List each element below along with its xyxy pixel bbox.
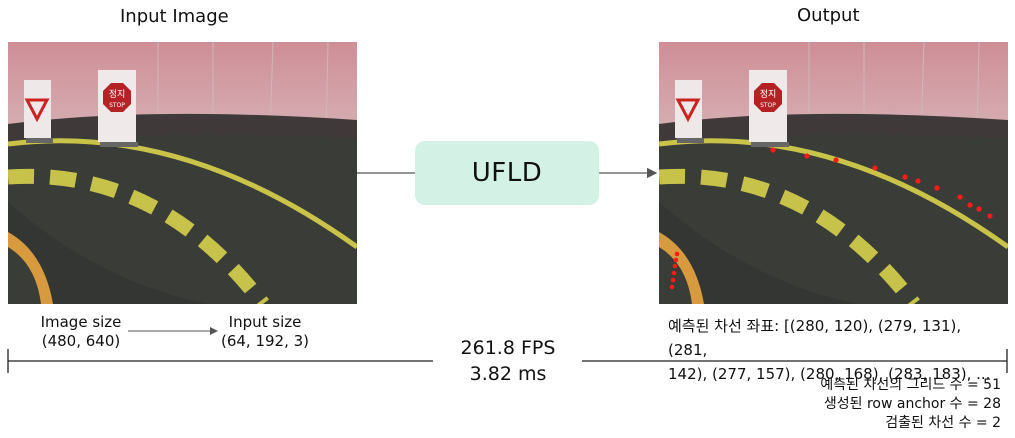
ufld-label: UFLD [471,158,543,188]
stop-sign-korean: 정지 [109,89,126,100]
latency-value: 3.82 ms [469,363,547,385]
lane-point [669,284,675,290]
image-size-label: Image size [40,313,122,331]
lane-point [987,213,993,219]
output-image-title: Output [797,5,860,26]
detected-lane-points [669,147,993,290]
image-size-block: Image size (480, 640) [34,313,128,351]
lane-point [672,263,678,269]
lane-point [915,178,921,184]
image-size-value: (480, 640) [41,332,121,350]
lane-point [833,157,839,163]
coords-line-2: 142), (277, 157), (280, 168), (283, 183)… [668,365,991,383]
fps-value: 261.8 FPS [460,337,556,359]
stop-sign-korean-output: 정지 [760,89,777,100]
input-size-value: (64, 192, 3) [220,332,310,350]
grid-count: 예측된 차선의 그리드 수 = 51 [820,377,1001,393]
detection-stats: 예측된 차선의 그리드 수 = 51 생성된 row anchor 수 = 28… [820,376,1001,433]
detected-lane-count: 검출된 차선 수 = 2 [885,415,1001,431]
input-size-block: Input size (64, 192, 3) [220,313,310,351]
input-image-title: Input Image [120,6,229,27]
input-image: 정지 STOP [8,42,357,304]
input-size-label: Input size [228,313,302,331]
lane-point [670,277,676,283]
lane-point [872,165,878,171]
stop-sign-english-output: STOP [760,102,776,109]
performance-block: 261.8 FPS 3.82 ms [440,335,576,387]
lane-point [957,194,963,200]
lane-point [673,257,679,263]
output-image: 정지 STOP [659,42,1008,304]
stop-sign-english: STOP [109,102,125,109]
lane-point [671,270,677,276]
ufld-model-box: UFLD [415,141,599,205]
coords-line-1: 예측된 차선 좌표: [(280, 120), (279, 131), (281… [668,317,962,359]
lane-point [976,206,982,212]
lane-point [804,153,810,159]
predicted-coordinates: 예측된 차선 좌표: [(280, 120), (279, 131), (281… [668,314,1003,386]
lane-point [674,251,680,257]
row-anchor-count: 생성된 row anchor 수 = 28 [823,396,1001,412]
lane-point [902,174,908,180]
lane-point [967,202,973,208]
lane-point [770,147,776,153]
lane-point [934,185,940,191]
